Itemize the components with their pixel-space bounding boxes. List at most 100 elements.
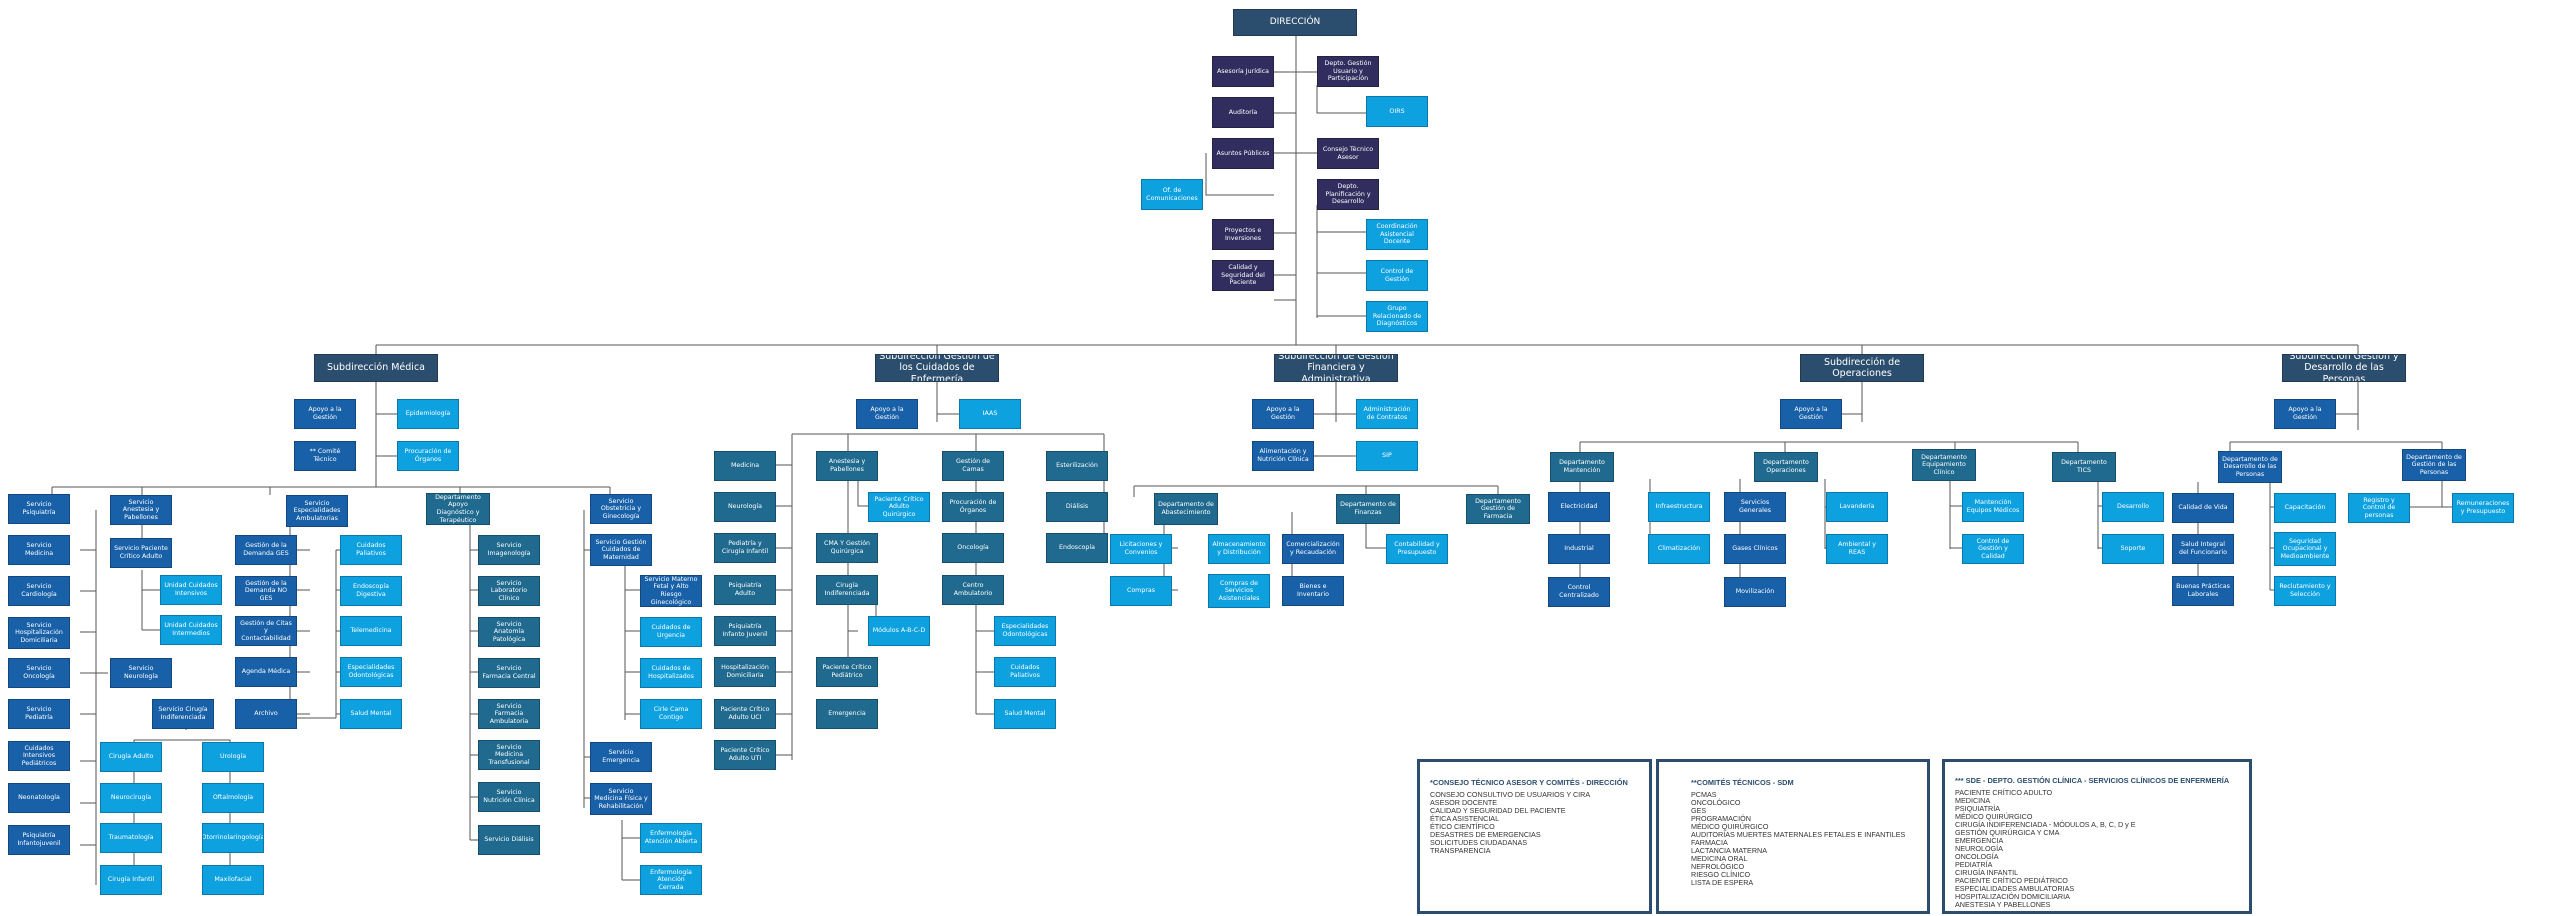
node-proyectos-inversiones[interactable]: Proyectos e Inversiones	[1212, 219, 1274, 250]
node-climatizacion[interactable]: Climatización	[1648, 534, 1710, 564]
node-cirle-cama[interactable]: Cirle Cama Contigo	[640, 699, 702, 729]
node-depto-operaciones[interactable]: Departamento Operaciones	[1754, 452, 1818, 482]
node-reclutamiento[interactable]: Reclutamiento y Selección	[2274, 576, 2336, 606]
node-enf-cuidados-paliativos[interactable]: Cuidados Paliativos	[994, 657, 1056, 687]
node-med-salud-mental[interactable]: Salud Mental	[340, 699, 402, 729]
node-ambiental-reas[interactable]: Ambiental y REAS	[1826, 534, 1888, 564]
node-control-centralizado[interactable]: Control Centralizado	[1548, 577, 1610, 607]
node-gestion-ges[interactable]: Gestión de la Demanda GES	[235, 535, 297, 565]
node-enf-oncologia[interactable]: Oncología	[942, 533, 1004, 563]
node-of-comunicaciones[interactable]: Of. de Comunicaciones	[1141, 179, 1203, 210]
node-depto-abastecimiento[interactable]: Departamento de Abastecimiento	[1154, 493, 1218, 525]
node-enf-medicina[interactable]: Medicina	[714, 451, 776, 481]
node-s-cirugia-indif[interactable]: Servicio Cirugía Indiferenciada	[152, 699, 214, 729]
node-gases-clinicos[interactable]: Gases Clínicos	[1724, 534, 1786, 564]
node-movilizacion[interactable]: Movilización	[1724, 577, 1786, 607]
node-enf-cirugia-indif[interactable]: Cirugía Indiferenciada	[816, 575, 878, 605]
node-bienes-inventario[interactable]: Bienes e Inventario	[1282, 576, 1344, 606]
node-registro-control[interactable]: Registro y Control de personas	[2348, 493, 2410, 523]
node-control-gestion[interactable]: Control de Gestión	[1366, 260, 1428, 291]
node-consejo-tecnico[interactable]: Consejo Técnico Asesor	[1317, 138, 1379, 169]
node-depto-apoyo[interactable]: Departamento Apoyo Diagnóstico y Terapéu…	[426, 493, 490, 525]
node-calidad-vida[interactable]: Calidad de Vida	[2172, 493, 2234, 523]
node-contabilidad[interactable]: Contabilidad y Presupuesto	[1386, 534, 1448, 564]
node-direccion[interactable]: DIRECCIÓN	[1233, 9, 1357, 36]
node-s-neurologia[interactable]: Servicio Neurología	[110, 658, 172, 688]
node-s-obstetricia[interactable]: Servicio Obstetricia y Ginecología	[590, 494, 652, 524]
node-unidad-intermedios[interactable]: Unidad Cuidados Intermedios	[160, 615, 222, 645]
node-depto-finanzas[interactable]: Departamento de Finanzas	[1336, 494, 1400, 524]
node-s-medicina-fisica[interactable]: Servicio Medicina Física y Rehabilitació…	[590, 783, 652, 815]
node-med-procuracion[interactable]: Procuración de Órganos	[397, 441, 459, 471]
node-s-farmacia-amb[interactable]: Servicio Farmacia Ambulatoria	[478, 699, 540, 729]
node-oftalmologia[interactable]: Oftalmología	[202, 783, 264, 813]
node-compras[interactable]: Compras	[1110, 576, 1172, 606]
node-cuidados-hosp[interactable]: Cuidados de Hospitalizados	[640, 658, 702, 688]
node-enf-salud-mental[interactable]: Salud Mental	[994, 699, 1056, 729]
node-enf-apoyo[interactable]: Apoyo a la Gestión	[856, 399, 918, 429]
node-servicios-generales[interactable]: Servicios Generales	[1724, 492, 1786, 522]
node-med-endoscopia[interactable]: Endoscopía Digestiva	[340, 576, 402, 606]
node-s-cardiologia[interactable]: Servicio Cardiología	[8, 576, 70, 606]
node-asesoria-juridica[interactable]: Asesoría Jurídica	[1212, 56, 1274, 87]
node-comercializacion[interactable]: Comercialización y Recaudación	[1282, 534, 1344, 564]
node-calidad-seguridad[interactable]: Calidad y Seguridad del Paciente	[1212, 260, 1274, 291]
node-enf-critico-uci[interactable]: Paciente Crítico Adulto UCI	[714, 699, 776, 729]
node-traumatologia[interactable]: Traumatología	[100, 823, 162, 853]
node-lavanderia[interactable]: Lavandería	[1826, 492, 1888, 522]
node-enf-gestion-camas[interactable]: Gestión de Camas	[942, 451, 1004, 481]
node-enf-especialidades-odonto[interactable]: Especialidades Odontológicas	[994, 616, 1056, 646]
node-enf-abierta[interactable]: Enfermología Atención Abierta	[640, 823, 702, 853]
node-depto-equipamiento[interactable]: Departamento Equipamiento Clínico	[1912, 449, 1976, 481]
node-s-hospitalizacion[interactable]: Servicio Hospitalización Domiciliaria	[8, 617, 70, 649]
node-enf-critico-uti[interactable]: Paciente Crítico Adulto UTI	[714, 740, 776, 770]
node-enf-cma[interactable]: CMA Y Gestión Quirúrgica	[816, 533, 878, 563]
node-enf-pediatria-cirugia[interactable]: Pediatría y Cirugía Infantil	[714, 533, 776, 563]
node-depto-gestion-personas[interactable]: Departamento de Gestión de las Personas	[2402, 449, 2466, 481]
node-s-anatomia[interactable]: Servicio Anatomía Patológica	[478, 617, 540, 647]
node-enf-psiquiatria-adulto[interactable]: Psiquiatría Adulto	[714, 575, 776, 605]
node-subdireccion-finanzas[interactable]: Subdirección de Gestión Financiera y Adm…	[1274, 354, 1398, 382]
node-auditoria[interactable]: Auditoría	[1212, 97, 1274, 128]
node-enf-iaas[interactable]: IAAS	[959, 399, 1021, 429]
node-s-medicina[interactable]: Servicio Medicina	[8, 535, 70, 565]
node-seguridad-ocupacional[interactable]: Seguridad Ocupacional y Medioambiente	[2274, 532, 2336, 566]
node-enf-procuracion[interactable]: Procuración de Órganos	[942, 492, 1004, 522]
node-s-nutricion[interactable]: Servicio Nutrición Clínica	[478, 782, 540, 812]
node-fin-apoyo[interactable]: Apoyo a la Gestión	[1252, 399, 1314, 429]
node-depto-mantencion[interactable]: Departamento Mantención	[1550, 452, 1614, 482]
node-almacenamiento[interactable]: Almacenamiento y Distribución	[1208, 534, 1270, 564]
node-enf-psiquiatria-infanto[interactable]: Psiquiatría Infanto Juvenil	[714, 616, 776, 646]
node-fin-admin-contratos[interactable]: Administración de Contratos	[1356, 399, 1418, 429]
node-enf-esterilizacion[interactable]: Esterilización	[1046, 451, 1108, 481]
node-s-farmacia-central[interactable]: Servicio Farmacia Central	[478, 658, 540, 688]
node-cuidados-urgencia[interactable]: Cuidados de Urgencia	[640, 617, 702, 647]
node-enf-dialisis[interactable]: Diálisis	[1046, 492, 1108, 522]
node-subdireccion-operaciones[interactable]: Subdirección de Operaciones	[1800, 354, 1924, 382]
node-s-emergencia[interactable]: Servicio Emergencia	[590, 742, 652, 772]
node-med-epidemiologia[interactable]: Epidemiología	[397, 399, 459, 429]
node-s-medicina-transf[interactable]: Servicio Medicina Transfusional	[478, 740, 540, 770]
node-s-anestesia[interactable]: Servicio Anestesia y Pabellones	[110, 495, 172, 525]
node-enf-critico-quirurgico[interactable]: Paciente Crítico Adulto Quirúrgico	[868, 492, 930, 522]
node-enf-neurologia[interactable]: Neurología	[714, 492, 776, 522]
node-unidad-intensivos[interactable]: Unidad Cuidados Intensivos	[160, 575, 222, 605]
node-enf-endoscopia[interactable]: Endoscopía	[1046, 533, 1108, 563]
node-electricidad[interactable]: Electricidad	[1548, 492, 1610, 522]
node-s-especialidades[interactable]: Servicio Especialidades Ambulatorias	[286, 495, 348, 527]
node-enf-emergencia[interactable]: Emergencia	[816, 699, 878, 729]
node-depto-desarrollo-personas[interactable]: Departamento de Desarrollo de las Person…	[2218, 451, 2282, 483]
node-ope-apoyo[interactable]: Apoyo a la Gestión	[1780, 399, 1842, 429]
node-med-comite[interactable]: ** Comité Técnico	[294, 441, 356, 471]
node-asuntos-publicos[interactable]: Asuntos Públicos	[1212, 138, 1274, 169]
node-subdireccion-personas[interactable]: Subdirección Gestión y Desarrollo de las…	[2282, 354, 2406, 382]
node-salud-integral[interactable]: Salud Integral del Funcionario	[2172, 534, 2234, 564]
node-enf-hosp-domiciliaria[interactable]: Hospitalización Domiciliaria	[714, 657, 776, 687]
node-coordinacion-docente[interactable]: Coordinación Asistencial Docente	[1366, 219, 1428, 250]
node-buenas-practicas[interactable]: Buenas Prácticas Laborales	[2172, 576, 2234, 606]
node-mantencion-equipos[interactable]: Mantención Equipos Médicos	[1962, 492, 2024, 522]
node-s-gestion-maternidad[interactable]: Servicio Gestión Cuidados de Maternidad	[590, 534, 652, 566]
node-psiquiatria-infanto[interactable]: Psiquiatría Infantojuvenil	[8, 825, 70, 855]
node-subdireccion-medica[interactable]: Subdirección Médica	[314, 354, 438, 382]
node-gestion-no-ges[interactable]: Gestión de la Demanda NO GES	[235, 576, 297, 606]
